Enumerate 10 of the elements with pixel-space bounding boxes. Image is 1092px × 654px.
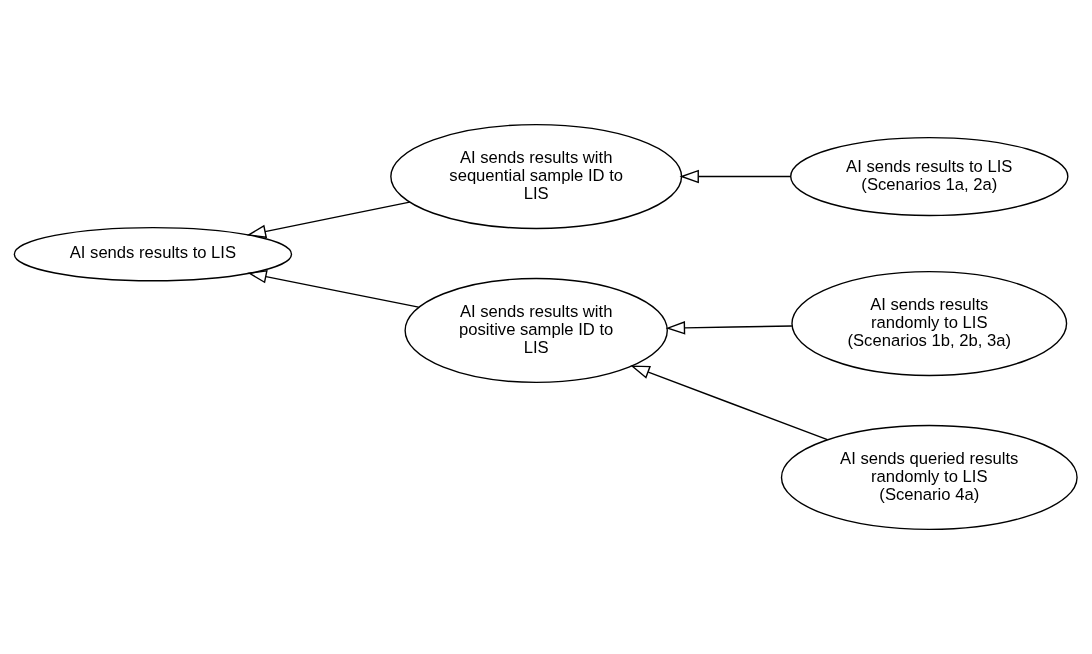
arrow (665, 321, 793, 335)
arrow (630, 365, 829, 441)
node-ellipse: AI sends results with positive sample ID to LIS (404, 277, 668, 384)
arrow (247, 270, 420, 308)
node-ellipse: AI sends queried results randomly to LIS (Scenario 4a) (780, 424, 1078, 531)
node-ellipse: AI sends results with sequential sample ID to LIS (390, 123, 683, 230)
node-ellipse: AI sends results to LIS (Scenarios 1a, 2a) (790, 136, 1069, 217)
node-ellipse: AI sends results randomly to LIS (Scenarios 1b, 2b, 3a) (791, 270, 1068, 377)
arrow (679, 169, 792, 184)
arrow (246, 201, 411, 239)
